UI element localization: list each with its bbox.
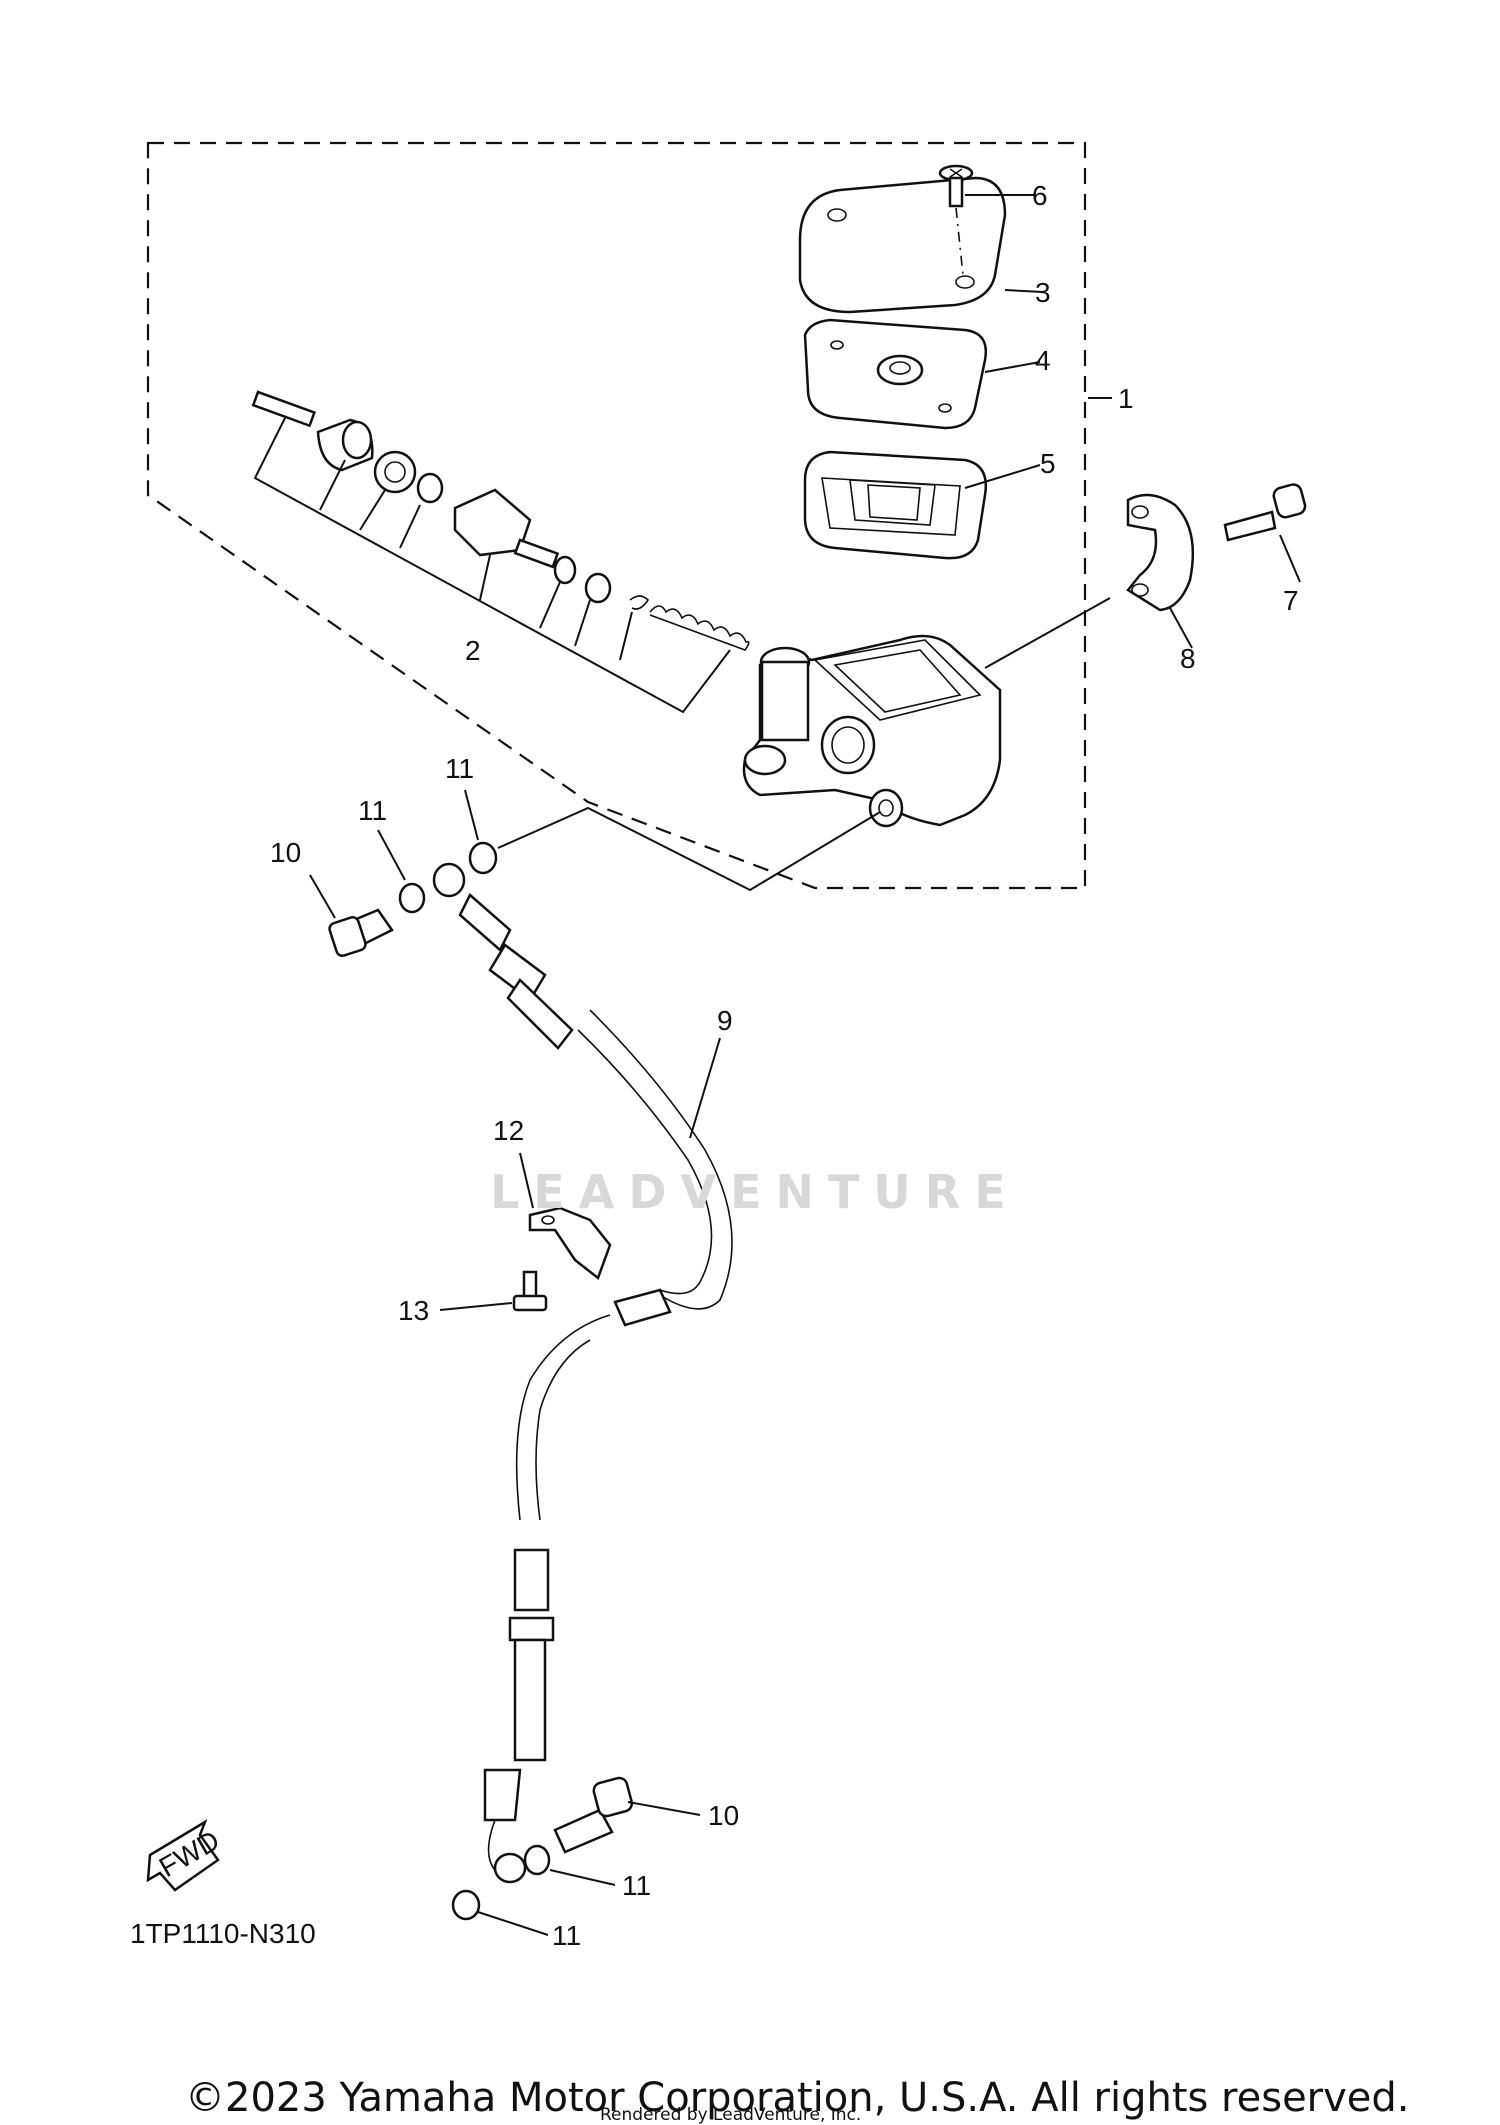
- banjo-bolt-lower: [553, 1776, 634, 1854]
- washer-lower-1: [523, 1844, 551, 1876]
- callout-11b-leader: [464, 789, 479, 841]
- callout-9-leader: [689, 1037, 721, 1139]
- callout-10-upper: 10: [270, 837, 301, 868]
- washer-upper-2: [468, 841, 498, 875]
- callout-3-leader: [1004, 289, 1044, 293]
- cap-screw: [938, 164, 974, 208]
- callout-9: 9: [717, 1005, 733, 1036]
- callout-11c-leader: [549, 1869, 616, 1886]
- callout-3: 3: [1035, 277, 1051, 308]
- callout-12: 12: [493, 1115, 524, 1146]
- callout-11d-leader: [477, 1911, 549, 1936]
- diaphragm-plate: [803, 318, 988, 430]
- piston-kit: [251, 390, 750, 714]
- fwd-arrow-icon: FWD: [146, 1819, 225, 1892]
- callout-12-leader: [519, 1152, 534, 1209]
- hose-guide: [528, 1206, 612, 1281]
- callout-13-leader: [439, 1302, 513, 1311]
- callout-11-lower-right: 11: [622, 1870, 651, 1901]
- callout-13: 13: [398, 1295, 429, 1326]
- hose-guide-bolt: [512, 1270, 548, 1312]
- copyright-notice: ©2023 Yamaha Motor Corporation, U.S.A. A…: [185, 2075, 1410, 2121]
- watermark: LEADVENTURE: [490, 1165, 1020, 1219]
- callout-5-leader: [964, 464, 1041, 489]
- washer-upper-1: [398, 882, 426, 914]
- clamp-bolt: [1223, 483, 1307, 542]
- callout-7-leader: [1279, 534, 1301, 583]
- callout-5: 5: [1040, 448, 1056, 479]
- callout-10a-leader: [309, 874, 336, 919]
- brake-hose: [458, 892, 733, 1884]
- assembly-boundary: [146, 141, 1087, 890]
- reservoir-cap: [798, 176, 1007, 314]
- banjo-fitting-upper: [432, 862, 466, 898]
- diagram-code: 1TP1110-N310: [130, 1918, 316, 1949]
- handlebar-clamp: [1126, 493, 1195, 612]
- callout-10b-leader: [627, 1801, 701, 1816]
- callout-8: 8: [1180, 643, 1196, 674]
- screw-axis: [955, 207, 964, 276]
- callout-11a-leader: [377, 829, 406, 881]
- callout-4-leader: [984, 361, 1041, 373]
- diaphragm-gasket: [803, 450, 988, 560]
- callout-4: 4: [1035, 345, 1051, 376]
- callout-11-lower-left: 11: [552, 1920, 581, 1951]
- body-clamp-leader: [984, 597, 1111, 669]
- washer-lower-2: [451, 1889, 481, 1921]
- callout-10-lower: 10: [708, 1800, 739, 1831]
- banjo-leader: [497, 806, 881, 892]
- callout-8-leader: [1169, 607, 1193, 649]
- master-cylinder-body: [742, 634, 1002, 828]
- callout-7: 7: [1283, 585, 1299, 616]
- callout-1: 1: [1118, 383, 1134, 414]
- callout-11-upper-right: 11: [445, 753, 474, 784]
- rendered-by-credit: Rendered by LeadVenture, Inc.: [600, 2105, 862, 2125]
- callout-2: 2: [465, 635, 481, 666]
- callout-11-upper-left: 11: [358, 795, 387, 826]
- callout-6: 6: [1032, 180, 1048, 211]
- banjo-bolt-upper: [328, 908, 394, 958]
